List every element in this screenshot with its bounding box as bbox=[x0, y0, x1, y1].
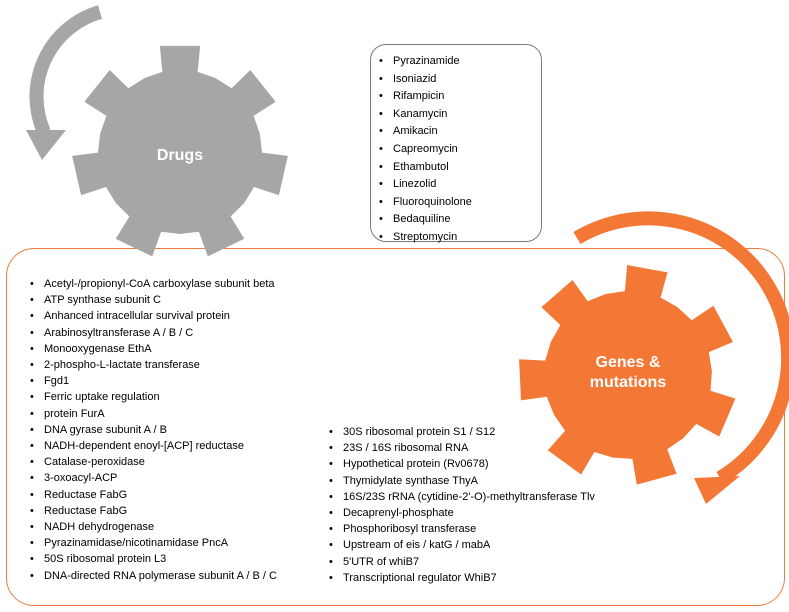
drug-item: Kanamycin bbox=[379, 106, 472, 124]
drug-item: Capreomycin bbox=[379, 141, 472, 159]
genes-container-box bbox=[6, 248, 785, 606]
drug-item: Pyrazinamide bbox=[379, 53, 472, 71]
drugs-rotation-arrow bbox=[29, 5, 103, 135]
gene-item: 16S/23S rRNA (cytidine-2'-O)-methyltrans… bbox=[329, 489, 595, 505]
gene-item: 50S ribosomal protein L3 bbox=[30, 551, 277, 567]
gene-item: ATP synthase subunit C bbox=[30, 292, 277, 308]
gene-item: Thymidylate synthase ThyA bbox=[329, 473, 595, 489]
gene-item: DNA gyrase subunit A / B bbox=[30, 422, 277, 438]
genes-gear-label-line1: Genes & bbox=[596, 354, 661, 371]
gene-item: Decaprenyl-phosphate bbox=[329, 505, 595, 521]
gene-item: Acetyl-/propionyl-CoA carboxylase subuni… bbox=[30, 276, 277, 292]
drugs-list: Pyrazinamide Isoniazid Rifampicin Kanamy… bbox=[379, 53, 472, 247]
gene-item: Ferric uptake regulation bbox=[30, 389, 277, 405]
drug-item: Linezolid bbox=[379, 176, 472, 194]
gene-item: 3-oxoacyl-ACP bbox=[30, 470, 277, 486]
gene-item: DNA-directed RNA polymerase subunit A / … bbox=[30, 568, 277, 584]
drugs-arrow-head bbox=[26, 130, 66, 160]
drugs-gear-shape bbox=[72, 45, 288, 257]
gene-item: Transcriptional regulator WhiB7 bbox=[329, 570, 595, 586]
gene-item: Reductase FabG bbox=[30, 503, 277, 519]
gene-item: 23S / 16S ribosomal RNA bbox=[329, 440, 595, 456]
gene-item: 5'UTR of whiB7 bbox=[329, 554, 595, 570]
gene-item: Arabinosyltransferase A / B / C bbox=[30, 325, 277, 341]
drug-item: Bedaquiline bbox=[379, 211, 472, 229]
gene-item: Anhanced intracellular survival protein bbox=[30, 308, 277, 324]
gene-item: Hypothetical protein (Rv0678) bbox=[329, 456, 595, 472]
genes-arrow-head bbox=[694, 476, 740, 504]
gene-item: protein FurA bbox=[30, 406, 277, 422]
drugs-gear-label: Drugs bbox=[157, 147, 203, 164]
gene-item: 2-phospho-L-lactate transferase bbox=[30, 357, 277, 373]
gene-item: Pyrazinamidase/nicotinamidase PncA bbox=[30, 535, 277, 551]
drugs-list-box: Pyrazinamide Isoniazid Rifampicin Kanamy… bbox=[370, 44, 542, 246]
drugs-gear bbox=[72, 45, 288, 257]
gene-item: Phosphoribosyl transferase bbox=[329, 521, 595, 537]
drug-item: Isoniazid bbox=[379, 71, 472, 89]
genes-gear-label-line2: mutations bbox=[590, 374, 667, 391]
gene-item: Fgd1 bbox=[30, 373, 277, 389]
gene-item: 30S ribosomal protein S1 / S12 bbox=[329, 424, 595, 440]
drug-item: Fluoroquinolone bbox=[379, 194, 472, 212]
gene-item: Upstream of eis / katG / mabA bbox=[329, 537, 595, 553]
gene-item: Catalase-peroxidase bbox=[30, 454, 277, 470]
genes-list-right: 30S ribosomal protein S1 / S12 23S / 16S… bbox=[329, 424, 595, 586]
drug-item: Amikacin bbox=[379, 123, 472, 141]
genes-rotation-arrow bbox=[573, 211, 789, 485]
drug-item: Streptomycin bbox=[379, 229, 472, 247]
gene-item: NADH-dependent enoyl-[ACP] reductase bbox=[30, 438, 277, 454]
drug-item: Ethambutol bbox=[379, 159, 472, 177]
gene-item: Monooxygenase EthA bbox=[30, 341, 277, 357]
drug-item: Rifampicin bbox=[379, 88, 472, 106]
genes-list-left: Acetyl-/propionyl-CoA carboxylase subuni… bbox=[30, 276, 277, 584]
gene-item: Reductase FabG bbox=[30, 487, 277, 503]
gene-item: NADH dehydrogenase bbox=[30, 519, 277, 535]
